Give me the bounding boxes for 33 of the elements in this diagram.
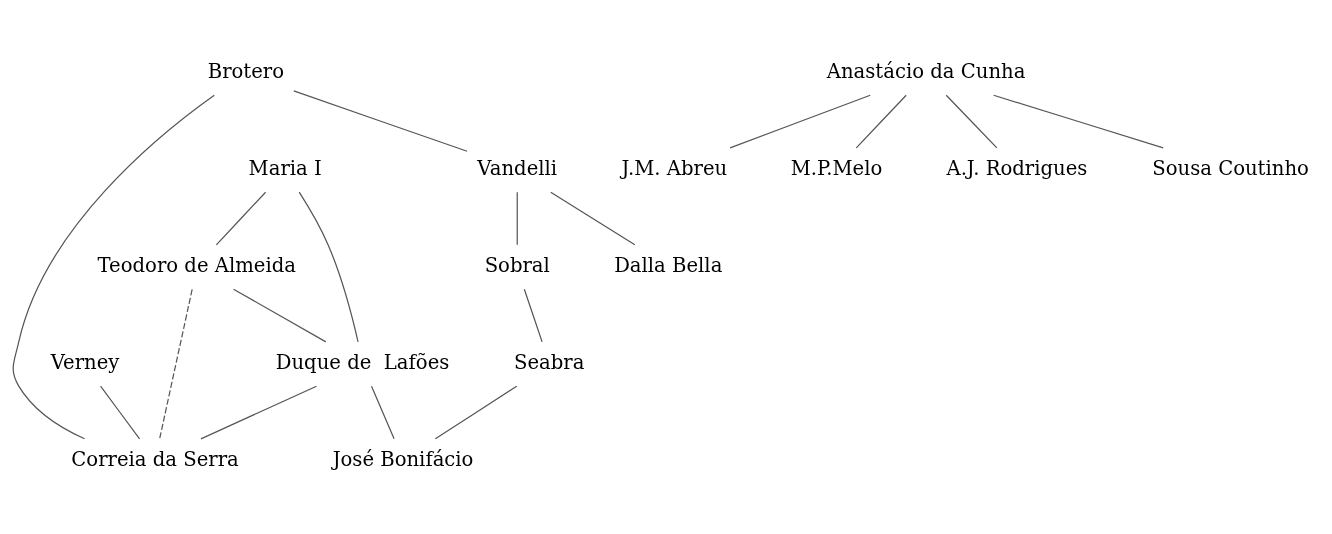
connector (159, 288, 193, 440)
connector (200, 385, 318, 440)
connector (945, 94, 998, 149)
node-text: Verney (50, 350, 120, 374)
connector (99, 385, 141, 440)
connector (550, 191, 636, 246)
node-text: Correia da Serra (71, 447, 239, 471)
node-text: M.P.Melo (790, 156, 883, 180)
node-text: Dalla Bella (614, 253, 723, 277)
connector (215, 191, 267, 246)
node-text: Maria I (248, 156, 322, 180)
connector (993, 94, 1164, 149)
connector (434, 385, 518, 440)
node-text: Seabra (513, 350, 585, 374)
connector (729, 94, 871, 149)
connector (293, 90, 468, 152)
node-text: Sousa Coutinho (1152, 156, 1309, 180)
node-text: Sobral (484, 253, 550, 277)
connector (523, 288, 543, 343)
connector (855, 94, 907, 149)
node-text: Teodoro de Almeida (97, 253, 297, 277)
node-text: Duque de Lafões (275, 350, 450, 374)
connector (370, 385, 395, 440)
node-text: A.J. Rodrigues (946, 156, 1088, 180)
node-text: Brotero (207, 59, 285, 83)
connector (232, 288, 327, 343)
node-text: Vandelli (477, 156, 558, 180)
node-text: Anastácio da Cunha (826, 59, 1026, 83)
connector (516, 191, 518, 246)
node-text: J.M. Abreu (621, 156, 728, 180)
connector (298, 191, 359, 343)
node-text: José Bonifácio (332, 447, 474, 471)
connector (12, 94, 215, 440)
